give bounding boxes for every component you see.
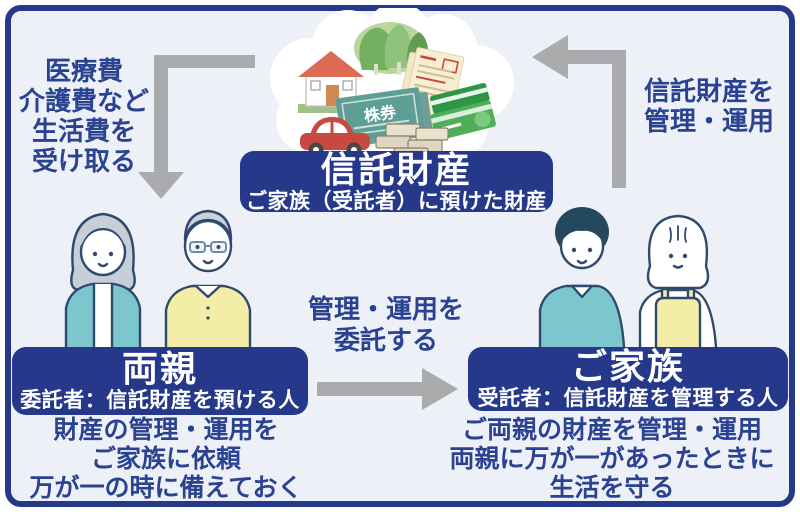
parents-description-line: 万が一の時に備えておく [29,473,303,502]
parents-subtitle: 委託者：信託財産を預ける人 [20,388,300,412]
entrust-note-line: 管理・運用を [307,295,464,325]
manage-note: 信託財産を 管理・運用 [629,77,789,137]
receive-note-line: 受け取る [31,147,136,177]
parents-title: 両親 [121,349,198,390]
family-description-line: ご両親の財産を管理・運用 [461,415,762,444]
family-description: ご両親の財産を管理・運用 両親に万が一があったときに 生活を守る [440,415,784,502]
parents-description: 財産の管理・運用を ご家族に依頼 万が一の時に備えておく [6,415,326,502]
arrow-left-icon [532,35,626,188]
trust-assets-banner: 信託財産 ご家族（受託者）に預けた財産 [240,151,553,212]
receive-note-line: 医療費 [44,57,123,87]
receive-note-line: 生活費を [31,117,136,147]
parents-description-line: 財産の管理・運用を [53,415,279,444]
family-description-line: 生活を守る [549,473,675,502]
arrow-right-icon [317,368,458,410]
parents-description-line: ご家族に依頼 [90,444,241,473]
young-woman-figure [638,214,718,347]
trust-assets-subtitle: ご家族（受託者）に預けた財産 [246,188,547,213]
manage-note-line: 管理・運用 [643,107,774,137]
stock-certificate-label: 株券 [363,102,398,125]
receive-note: 医療費 介護費など 生活費を 受け取る [14,57,154,177]
parents-illustration [64,209,252,347]
elderly-woman-figure [64,212,142,347]
trust-assets-illustration: 株券 [270,8,514,170]
arrow-down-icon [138,55,255,199]
entrust-note: 管理・運用を 委託する [302,295,470,357]
manage-note-line: 信託財産を [643,77,774,107]
car-icon [300,117,370,158]
family-banner: ご家族 受託者：信託財産を管理する人 [468,347,788,411]
family-illustration [538,207,718,347]
family-description-line: 両親に万が一があったときに [449,444,775,473]
family-title: ご家族 [570,347,685,388]
young-man-figure [538,207,626,347]
elderly-man-figure [164,209,252,347]
entrust-note-line: 委託する [333,326,438,356]
trust-assets-title: 信託財産 [320,149,473,191]
parents-banner: 両親 委託者：信託財産を預ける人 [12,347,308,415]
receive-note-line: 介護費など [18,87,149,117]
family-subtitle: 受託者：信託財産を管理する人 [477,386,779,410]
